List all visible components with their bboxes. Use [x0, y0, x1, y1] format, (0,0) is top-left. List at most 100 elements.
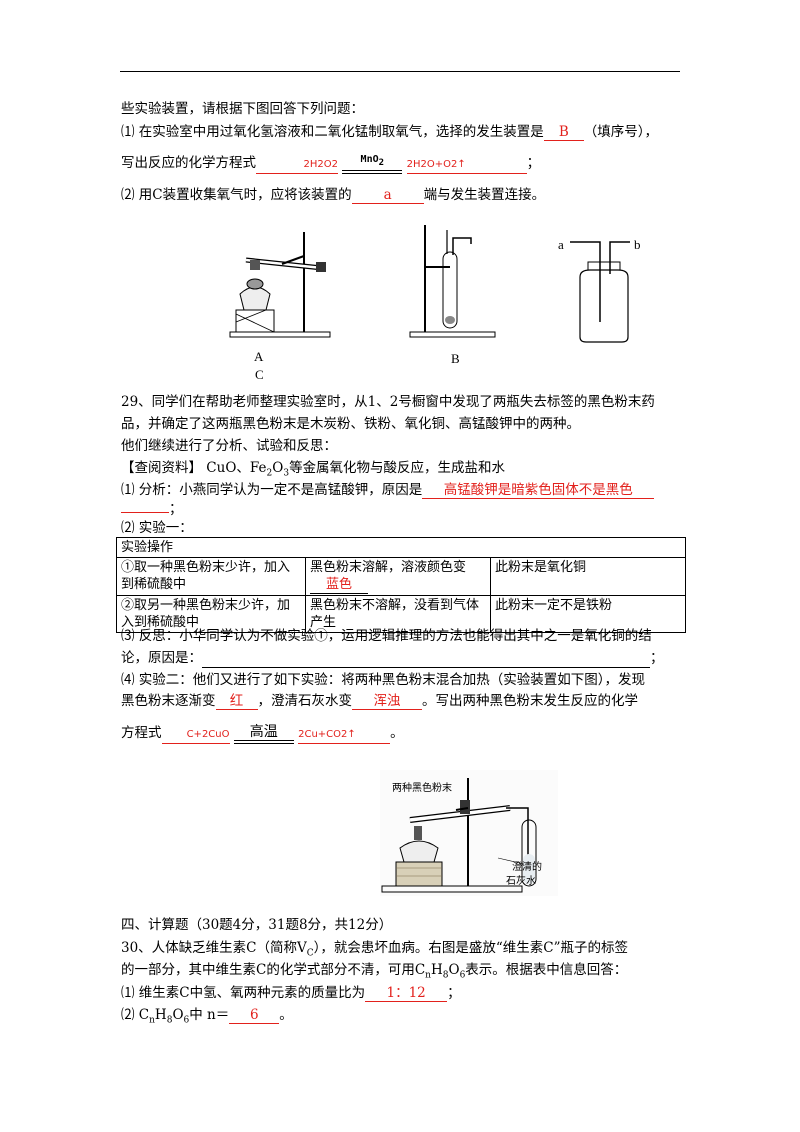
observation-text: 黑色粉末溶解，溶液颜色变	[310, 560, 467, 575]
table-cell: 黑色粉末不溶解，没看到气体产生	[305, 595, 491, 633]
q29-text-3: 他们继续进行了分析、试验和反思：	[121, 438, 337, 454]
q1-text: 在实验室中用过氧化氢溶液和二氧化锰制取氧气，选择的发生装置是	[138, 124, 544, 140]
q30-sub2-c: ⑵ C	[121, 1007, 150, 1023]
equation2-end: 。	[390, 725, 404, 741]
reference-c: 等金属氧化物与酸反应，生成盐和水	[289, 460, 506, 476]
q30-sub-c: C	[306, 948, 314, 959]
label-A: A	[254, 349, 264, 364]
table-header: 实验操作	[116, 537, 686, 558]
section4-title: 四、计算题（30题4分，31题8分，共12分）	[121, 916, 392, 934]
formula-h: H	[430, 962, 443, 978]
analysis-number: ⑴	[121, 482, 135, 498]
table-row: ①取一种黑色粉末少许，加入到稀硫酸中 黑色粉末溶解，溶液颜色变蓝色 此粉末是氧化…	[116, 557, 686, 596]
experiment2-line1: ⑷ 实验二：他们又进行了如下实验：将两种黑色粉末混合加热（实验装置如下图），发现	[121, 671, 645, 689]
q1-eq-left: 2H2O2	[256, 157, 338, 174]
experiment2-answer-turbid: 浑浊	[352, 693, 422, 710]
reference-sub1: 2	[266, 468, 273, 479]
q1-equation-prompt: 写出反应的化学方程式	[121, 155, 256, 171]
label-B: B	[451, 351, 460, 366]
header-rule	[120, 71, 680, 72]
formula-sub-8: 8	[442, 970, 449, 981]
powder-label: 两种黑色粉末	[392, 783, 452, 794]
q1-eq-right: 2H2O+O2↑	[406, 157, 527, 174]
reference-b: O	[272, 460, 284, 476]
table-cell: 黑色粉末溶解，溶液颜色变蓝色	[305, 557, 491, 596]
experiment2-line2: 黑色粉末逐渐变红，澄清石灰水变浑浊。写出两种黑色粉末发生反应的化学	[121, 692, 638, 710]
catalyst-sub: 2	[378, 158, 385, 168]
equation2-condition: 高温	[233, 724, 294, 744]
q30-sub2-n: n	[149, 1015, 155, 1026]
q29-text-1: 29、同学们在帮助老师整理实验室时，从1、2号橱窗中发现了两瓶失去标签的黑色粉末…	[121, 394, 655, 410]
q2-number: ⑵	[121, 187, 135, 203]
q30-text-2d: 表示。根据表中信息回答：	[465, 962, 628, 978]
reflection-line2: 论，原因是：​；	[121, 649, 664, 668]
q30-sub2-answer: 6	[229, 1007, 280, 1024]
experiment2-text-b: ，澄清石灰水变	[257, 693, 353, 709]
experiment2-text-a: 黑色粉末逐渐变	[121, 693, 216, 709]
formula-sub-6: 6	[459, 970, 466, 981]
observation-answer: 蓝色	[310, 577, 368, 594]
table-row: ②取另一种黑色粉末少许，加入到稀硫酸中 黑色粉末不溶解，没看到气体产生 此粉末一…	[116, 595, 686, 633]
condition-label: 高温	[249, 724, 278, 740]
label-a: a	[558, 237, 564, 252]
q30-sub1-answer: 1：12	[365, 985, 448, 1002]
reference-tag: 【查阅资料】	[121, 460, 202, 476]
q29-line3: 他们继续进行了分析、试验和反思：	[121, 437, 337, 455]
catalyst-label: MnO	[360, 154, 379, 165]
q1-answer: B	[543, 124, 584, 141]
reflection-blank: ​	[202, 649, 650, 668]
formula-o: O	[448, 962, 460, 978]
table-cell: ①取一种黑色粉末少许，加入到稀硫酸中	[116, 557, 306, 596]
q30-line2: 的一部分，其中维生素C的化学式部分不清，可用CnH8O6表示。根据表中信息回答：	[121, 961, 627, 985]
experiment1-label: ⑵ 实验一：	[121, 520, 193, 536]
q2-text: 用C装置收集氧气时，应将该装置的	[138, 187, 352, 203]
reference-line: 【查阅资料】 CuO、Fe2O3等金属氧化物与酸反应，生成盐和水	[121, 459, 505, 483]
q30-sub2-6: 6	[183, 1015, 190, 1026]
q30-sub1-end: ；	[447, 985, 461, 1001]
label-b: b	[634, 237, 641, 252]
q30-line1: 30、人体缺乏维生素C（简称VC），就会患坏血病。右图是盛放“维生素C”瓶子的标…	[121, 939, 628, 963]
table-header-row: 实验操作	[116, 537, 686, 558]
reflection-end: ；	[650, 650, 664, 666]
experiment1-line: ⑵ 实验一：	[121, 519, 193, 537]
intro-line: 些实验装置，请根据下图回答下列问题：	[121, 100, 364, 118]
q2-text-b: 端与发生装置连接。	[423, 187, 546, 203]
apparatus-b-figure	[409, 225, 496, 338]
apparatus-c-figure	[570, 241, 630, 343]
q30-sub2-8: 8	[166, 1015, 173, 1026]
equation2-right: 2Cu+CO2↑	[298, 727, 391, 744]
q30-sub2-text: 中 n＝	[189, 1007, 230, 1023]
q30-text-1b: ），就会患坏血病。右图是盛放“维生素C”瓶子的标签	[313, 940, 629, 956]
experiment-table: 实验操作 ①取一种黑色粉末少许，加入到稀硫酸中 黑色粉末溶解，溶液颜色变蓝色 此…	[116, 537, 686, 633]
q30-sub2-line: ⑵ CnH8O6中 n＝6。	[121, 1006, 293, 1030]
label-C: C	[255, 367, 264, 382]
equation2-left: C+2CuO	[161, 727, 230, 744]
table-cell: 此粉末是氧化铜	[490, 557, 686, 596]
q30-sub1-text: ⑴ 维生素C中氢、氧两种元素的质量比为	[121, 985, 366, 1001]
q1-text-b: （填序号），	[583, 124, 659, 140]
equation2-prompt: 方程式	[121, 725, 162, 741]
q30-sub2-o: O	[172, 1007, 184, 1023]
table-cell: ②取另一种黑色粉末少许，加入到稀硫酸中	[116, 595, 306, 633]
intro-text: 些实验装置，请根据下图回答下列问题：	[121, 101, 364, 117]
reference-sub2: 3	[283, 468, 290, 479]
analysis-text: 分析：小燕同学认为一定不是高锰酸钾，原因是	[138, 482, 423, 498]
experiment2-text-c: 。写出两种黑色粉末发生反应的化学	[422, 693, 638, 709]
q1-catalyst-arrow: MnO2	[342, 153, 403, 174]
formula-sub-n: n	[425, 970, 431, 981]
q30-sub2-end: 。	[279, 1007, 293, 1023]
q29-line2: 品，并确定了这两瓶黑色粉末是木炭粉、铁粉、氧化铜、高锰酸钾中的两种。	[121, 415, 580, 433]
reflection-line1: ⑶ 反思：小华同学认为不做实验①，运用逻辑推理的方法也能得出其中之一是氧化铜的结	[121, 627, 652, 645]
reflection-prompt: 论，原因是：	[121, 650, 202, 666]
apparatus-a-figure	[229, 232, 331, 338]
lime-label-1: 澄清的	[512, 862, 542, 873]
heating-apparatus-figure	[380, 770, 558, 896]
analysis-line: ⑴ 分析：小燕同学认为一定不是高锰酸钾，原因是高锰酸钾是暗紫色固体不是黑色	[121, 481, 655, 499]
reflection-text: ⑶ 反思：小华同学认为不做实验①，运用逻辑推理的方法也能得出其中之一是氧化铜的结	[121, 628, 652, 644]
